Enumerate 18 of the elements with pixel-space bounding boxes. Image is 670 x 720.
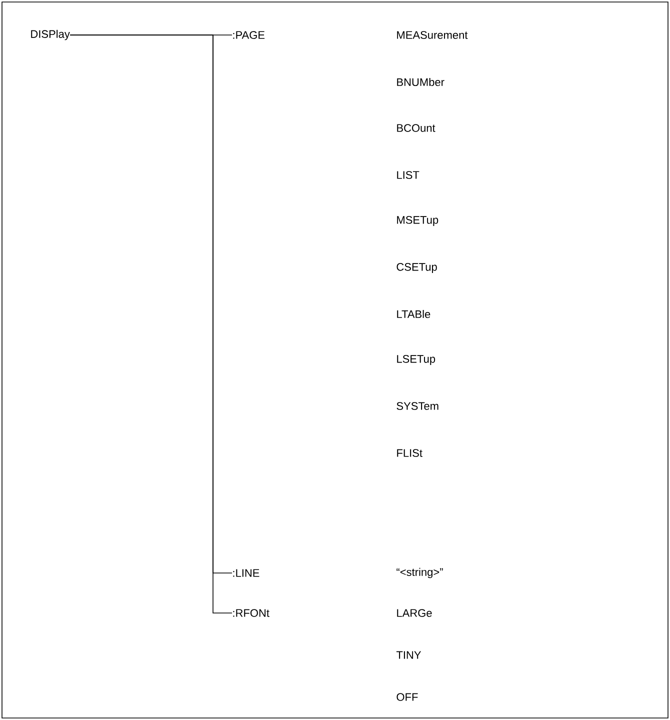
parameter-text: SYSTem [396,402,438,410]
parameter-text: LTABle [397,310,430,318]
parameter-text: BNUMber [397,78,444,86]
parameter-text: CSETup [396,263,437,273]
parameter-text: TINY [396,651,422,659]
parameter-text: LARGe [397,609,432,617]
command-text: :RFONt [233,609,270,617]
command-text: :PAGE [233,31,265,39]
parameter-text: “<string>” [396,568,443,578]
parameter-text: FLISt [397,449,422,457]
parameter-text: OFF [396,693,418,701]
parameter-text: BCOunt [397,124,436,132]
parameter-text: LIST [397,171,420,179]
command-text: DISPlay [31,30,70,40]
parameter-text: LSETup [397,355,436,365]
command-text: :LINE [233,569,260,577]
parameter-text: MEASurement [397,31,468,39]
parameter-text: MSETup [397,216,438,226]
